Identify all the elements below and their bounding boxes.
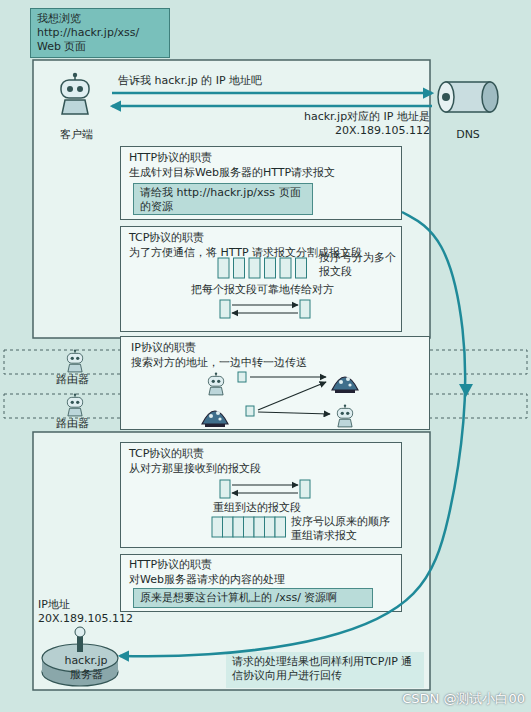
transfer-arrows xyxy=(220,300,310,318)
ip-routing-art xyxy=(250,376,326,377)
ip-routing-art xyxy=(246,406,254,416)
speech-bubble: 我想浏览 http://hackr.jp/xss/ Web 页面 xyxy=(30,8,170,58)
dns-drum xyxy=(438,82,498,112)
node-text: 路由器 xyxy=(36,417,108,431)
dns-drum xyxy=(438,82,454,112)
mid-arrow-head xyxy=(459,384,473,397)
edge-label: 告诉我 hackr.jp 的 IP 地址吧 xyxy=(118,74,368,88)
segment-squares xyxy=(218,258,307,278)
ip-routing-art xyxy=(258,382,326,410)
protocol-box: HTTP协议的职责生成针对目标Web服务器的HTTP请求报文请给我 http:/… xyxy=(120,146,402,220)
reassembled-squares xyxy=(223,517,234,537)
dns-icon: DNS xyxy=(432,70,504,144)
ip-routing-art xyxy=(238,372,246,382)
router-icon: 路由器 xyxy=(36,390,108,432)
edge-label: hackr.jp对应的 IP 地址是 20X.189.105.112 xyxy=(282,110,430,138)
message-box: 请给我 http://hackr.jp/xss 页面的资源 xyxy=(133,183,313,215)
reassembled-squares xyxy=(254,517,265,537)
heading-text: IP协议的职责 xyxy=(131,341,421,355)
ip-routing-art xyxy=(258,412,330,414)
ip-routing-art xyxy=(202,411,228,427)
reassembled-squares xyxy=(244,517,255,537)
transfer-arrows xyxy=(300,300,310,318)
heading-text: TCP协议的职责 xyxy=(129,231,395,245)
node-text: 请给我 http://hackr.jp/xss 页面的资源 xyxy=(140,186,308,214)
node-text: 把每个报文段可靠地传给对方 xyxy=(191,283,391,297)
protocol-box: TCP协议的职责为了方便通信，将 HTTP 请求报文分割成报文段按序号分为多个报… xyxy=(120,226,402,332)
node-text: 搜索对方的地址，一边中转一边传送 xyxy=(131,356,421,370)
node-text: DNS xyxy=(432,128,504,142)
client-robot xyxy=(61,73,89,114)
transfer-arrows xyxy=(232,492,298,493)
reassembled-squares xyxy=(265,517,276,537)
client-icon: 客户端 xyxy=(40,70,112,144)
dns-drum xyxy=(442,93,450,101)
reassembled-squares xyxy=(233,517,244,537)
node-text: hackr.jp 服务器 xyxy=(58,654,114,682)
node-text: 按序号分为多个报文段 xyxy=(319,251,397,279)
transfer-arrows xyxy=(220,480,310,498)
watermark: CSDN @测试小白00 xyxy=(402,690,525,708)
node-text: 生成针对目标Web服务器的HTTP请求报文 xyxy=(129,166,395,180)
dns-drum xyxy=(482,82,498,112)
ip-routing-art xyxy=(337,404,352,426)
router-robot xyxy=(67,393,82,415)
message-box: 原来是想要这台计算机上的 /xss/ 资源啊 xyxy=(133,588,373,608)
transfer-arrows xyxy=(232,304,298,305)
transfer-arrows xyxy=(300,480,310,498)
server-icon: IP地址 20X.189.105.112hackr.jp 服务器 xyxy=(36,596,120,690)
node-text: 请求的处理结果也同样利用TCP/IP 通信协议向用户进行回传 xyxy=(232,655,420,683)
node-text: 从对方那里接收到的报文段 xyxy=(129,462,395,476)
segment-squares xyxy=(280,258,291,278)
transfer-arrows xyxy=(220,480,230,498)
node-text: 客户端 xyxy=(40,128,112,142)
flow-arrow xyxy=(112,105,432,108)
flow-arrow xyxy=(112,92,432,95)
protocol-box: HTTP协议的职责对Web服务器请求的内容的处理原来是想要这台计算机上的 /xs… xyxy=(120,554,402,612)
node-text: 对Web服务器请求的内容的处理 xyxy=(129,573,395,587)
transfer-arrows xyxy=(232,484,298,485)
reassembled-squares xyxy=(275,517,286,537)
transfer-arrows xyxy=(220,300,230,318)
segment-squares xyxy=(265,258,276,278)
router-robot xyxy=(67,349,82,371)
node-text: 我想浏览 http://hackr.jp/xss/ Web 页面 xyxy=(37,12,165,54)
segment-squares xyxy=(249,258,260,278)
ip-routing-art xyxy=(208,372,223,394)
segment-squares xyxy=(218,258,229,278)
node-text: 按序号以原来的顺序 重组请求报文 xyxy=(291,515,399,543)
client-frame xyxy=(33,60,430,338)
ip-routing-art xyxy=(202,372,358,427)
server-frame xyxy=(33,432,430,690)
flow-arrow xyxy=(120,212,465,656)
node-text: 原来是想要这台计算机上的 /xss/ 资源啊 xyxy=(140,591,370,605)
node-text: 重组到达的报文段 xyxy=(213,501,323,515)
heading-text: TCP协议的职责 xyxy=(129,447,395,461)
node-text: 路由器 xyxy=(36,373,108,387)
reassembled-squares xyxy=(212,517,223,537)
protocol-box: TCP协议的职责从对方那里接收到的报文段重组到达的报文段按序号以原来的顺序 重组… xyxy=(120,442,402,548)
server-disk xyxy=(42,627,118,686)
protocol-box: IP协议的职责搜索对方的地址，一边中转一边传送 xyxy=(120,336,430,430)
heading-text: HTTP协议的职责 xyxy=(129,151,395,165)
note-box: 请求的处理结果也同样利用TCP/IP 通信协议向用户进行回传 xyxy=(226,652,424,688)
segment-squares xyxy=(234,258,245,278)
transfer-arrows xyxy=(232,312,298,313)
router-icon: 路由器 xyxy=(36,346,108,388)
server-disk xyxy=(75,627,85,637)
heading-text: HTTP协议的职责 xyxy=(129,558,395,572)
segment-squares xyxy=(296,258,307,278)
reassembled-squares xyxy=(212,517,286,537)
node-text: IP地址 20X.189.105.112 xyxy=(38,598,128,626)
ip-routing-art xyxy=(332,377,358,393)
